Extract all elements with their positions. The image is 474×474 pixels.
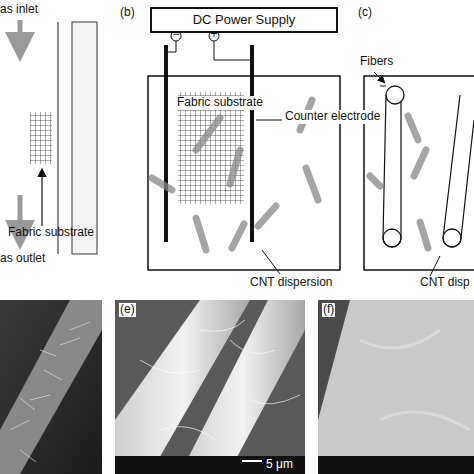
panel-letter: (e)	[119, 303, 136, 317]
panel-letter: (f)	[322, 303, 335, 317]
panel-letter: (c)	[358, 6, 382, 20]
panel-letter: (b)	[120, 6, 144, 20]
annotation-label: as inlet	[0, 3, 60, 17]
annotation-label: CNT disp	[420, 276, 474, 290]
annotation-label: +	[208, 28, 220, 42]
annotation-label: 5 μm	[266, 458, 302, 472]
annotation-label: Fabric substrate	[8, 226, 128, 240]
annotation-label: as outlet	[0, 252, 60, 266]
annotation-label: −	[170, 28, 182, 42]
annotation-label: Fibers	[360, 55, 410, 69]
box-title: DC Power Supply	[193, 13, 296, 28]
annotation-label: Fabric substrate	[176, 96, 264, 110]
annotation-label: CNT dispersion	[250, 276, 350, 290]
annotation-label: Counter electrode	[284, 110, 381, 124]
